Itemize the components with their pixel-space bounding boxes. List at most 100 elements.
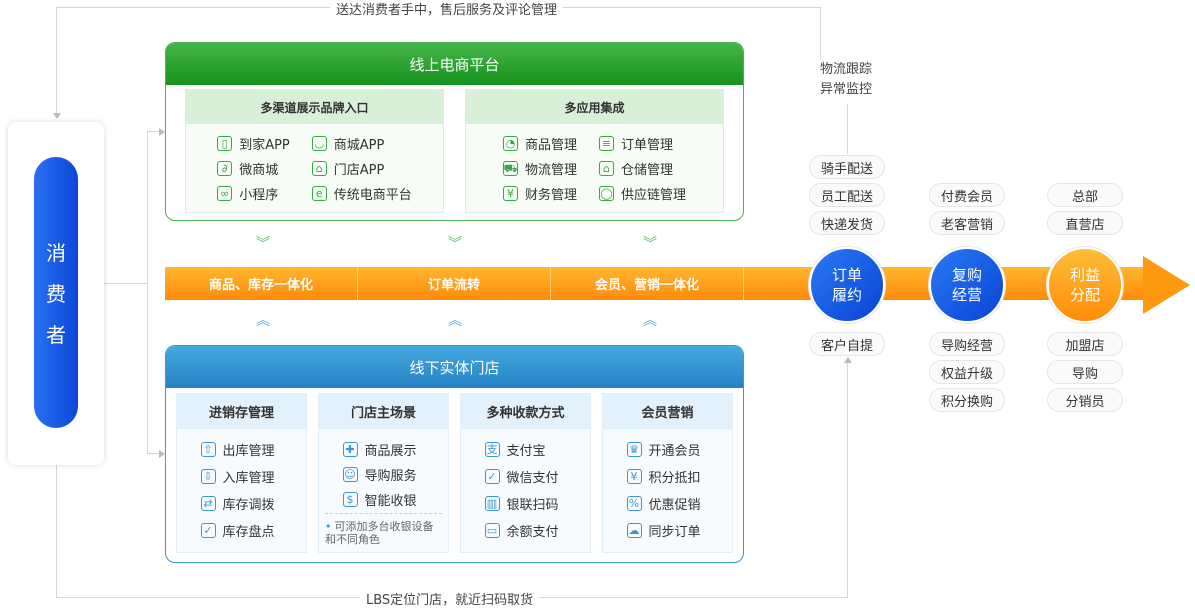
- logistics-note-line: 物流跟踪: [820, 62, 873, 77]
- stage-circle: 复购经营: [929, 247, 1005, 323]
- wallet-icon: ▭: [484, 523, 500, 538]
- item-label: 商城APP: [333, 138, 385, 153]
- consumer-char: 费: [46, 282, 66, 306]
- supply-chain-icon: ◯: [599, 186, 614, 201]
- offline-store-panel: 线下实体门店 进销存管理⇧出库管理⇩入库管理⇄库存调拨✓库存盘点门店主场景✚商品…: [165, 345, 744, 563]
- item-label: 出库管理: [222, 444, 275, 459]
- online-platform-panel: 线上电商平台 多渠道展示品牌入口 ▯到家APP◡商城APP∂微商城⌂门店APP∞…: [165, 42, 744, 221]
- item-label: 库存调拨: [222, 498, 275, 513]
- top-feedback-line-right: [820, 7, 821, 59]
- stage-label: 订单: [831, 266, 862, 284]
- chevron-up-icon: ︽: [256, 313, 270, 329]
- coupon-icon: ¥: [626, 469, 642, 484]
- top-note: 送达消费者手中，售后服务及评论管理: [330, 0, 564, 18]
- connector-online: [147, 131, 159, 132]
- chevron-down-icon: ︾: [256, 236, 270, 252]
- column-title: 进销存管理: [177, 394, 306, 429]
- stage-tag: 总部: [1047, 183, 1123, 207]
- consumer-pill: 消 费 者: [34, 157, 78, 428]
- column-tip: 可添加多台收银设备和不同角色: [325, 513, 442, 546]
- item-label: 入库管理: [222, 471, 275, 486]
- offline-column: 进销存管理⇧出库管理⇩入库管理⇄库存调拨✓库存盘点: [176, 393, 307, 553]
- finance-icon: ¥: [502, 186, 518, 201]
- column-list: ⇧出库管理⇩入库管理⇄库存调拨✓库存盘点: [177, 429, 306, 540]
- goods-bag-icon: ◔: [502, 136, 518, 151]
- logistics-note-line: 异常监控: [820, 82, 873, 97]
- order-doc-icon: ≡: [599, 136, 614, 151]
- list-item: ¥ 财务管理: [502, 184, 577, 203]
- offline-column: 多种收款方式支支付宝✓微信支付▥银联扫码▭余额支付: [460, 393, 591, 553]
- column-title: 多种收款方式: [461, 394, 590, 429]
- stage-label: 履约: [831, 286, 862, 304]
- list-item: ◔ 商品管理: [502, 134, 577, 153]
- list-item: ◡商城APP: [311, 134, 412, 153]
- stage-tag: 导购: [1047, 360, 1123, 384]
- cashier-icon: $: [342, 492, 358, 507]
- list-item: ✚ 商品展示: [342, 440, 425, 459]
- item-label: 商品展示: [364, 444, 417, 459]
- stage-tag: 客户自提: [809, 332, 885, 356]
- item-label: 智能收银: [364, 494, 417, 509]
- list-item: ∞ 小程序: [217, 184, 290, 203]
- alipay-icon: 支: [484, 442, 500, 457]
- flow-segment: 订单流转: [358, 267, 551, 300]
- stage-label: 分配: [1069, 286, 1100, 304]
- outbound-icon: ⇧: [200, 442, 216, 457]
- list-item: ⛟物流管理: [502, 159, 577, 178]
- item-label: 小程序: [239, 188, 279, 203]
- item-label: 财务管理: [524, 188, 577, 203]
- connector-offline: [147, 453, 159, 454]
- arrow-right-icon: [159, 450, 165, 458]
- item-label: 商品管理: [524, 138, 577, 153]
- apps-panel: 多应用集成 ◔商品管理≡订单管理⛟物流管理⌂仓储管理¥财务管理◯供应链管理: [465, 89, 724, 213]
- column-list: 支支付宝✓微信支付▥银联扫码▭余额支付: [461, 429, 590, 540]
- crown-icon: ♛: [626, 442, 642, 457]
- item-label: 微信支付: [506, 471, 559, 486]
- online-platform-title: 线上电商平台: [166, 43, 743, 85]
- list-item: ▥银联扫码: [484, 494, 567, 513]
- item-label: 仓储管理: [621, 163, 674, 178]
- logistics-note: 物流跟踪 异常监控: [820, 60, 872, 100]
- stage-tag: 权益升级: [929, 360, 1005, 384]
- item-label: 到家APP: [239, 138, 290, 153]
- inbound-icon: ⇩: [200, 469, 216, 484]
- chevron-down-icon: ︾: [643, 236, 657, 252]
- consumer-box: 消 费 者: [8, 122, 104, 465]
- list-item: ▯到家APP: [217, 134, 290, 153]
- stage-tag: 导购经营: [929, 332, 1005, 356]
- gift-icon: ✚: [342, 442, 358, 457]
- channels-title: 多渠道展示品牌入口: [186, 90, 443, 124]
- chevron-up-icon: ︽: [643, 313, 657, 329]
- item-label: 微商城: [239, 163, 279, 178]
- stage-label: 经营: [951, 286, 982, 304]
- list-item: ≡订单管理: [599, 134, 686, 153]
- stage-label: 复购: [951, 266, 982, 284]
- flow-segment: 商品、库存一体化: [165, 267, 358, 300]
- column-title: 门店主场景: [319, 394, 448, 429]
- bottom-line-right: [847, 362, 848, 598]
- list-item: ⇩ 入库管理: [200, 467, 283, 486]
- top-feedback-line-left: [56, 7, 57, 115]
- offline-store-title: 线下实体门店: [166, 346, 743, 388]
- bottom-line-left: [56, 465, 57, 598]
- arrow-up-icon: [844, 357, 852, 363]
- inventory-check-icon: ✓: [200, 523, 216, 538]
- item-label: 传统电商平台: [333, 188, 412, 203]
- item-label: 优惠促销: [648, 498, 701, 513]
- column-title: 会员营销: [603, 394, 732, 429]
- apps-list: ◔商品管理≡订单管理⛟物流管理⌂仓储管理¥财务管理◯供应链管理: [466, 124, 723, 203]
- stage-tag: 老客营销: [929, 211, 1005, 235]
- arrow-right-icon: [159, 128, 165, 136]
- list-item: ∂微商城: [217, 159, 290, 178]
- stage-tag: 骑手配送: [809, 155, 885, 179]
- cloud-sync-icon: ☁: [626, 523, 642, 538]
- bottom-note: LBS定位门店，就近扫码取货: [360, 589, 540, 608]
- guide-icon: ☺: [342, 467, 358, 482]
- wechat-icon: ∞: [217, 186, 233, 201]
- consumer-char: 者: [46, 323, 66, 347]
- column-list: ✚商品展示☺导购服务$智能收银: [319, 429, 448, 509]
- item-label: 开通会员: [648, 444, 701, 459]
- item-label: 物流管理: [524, 163, 577, 178]
- tag-icon: %: [626, 496, 642, 511]
- flow-segment: 会员、营销一体化: [551, 267, 744, 300]
